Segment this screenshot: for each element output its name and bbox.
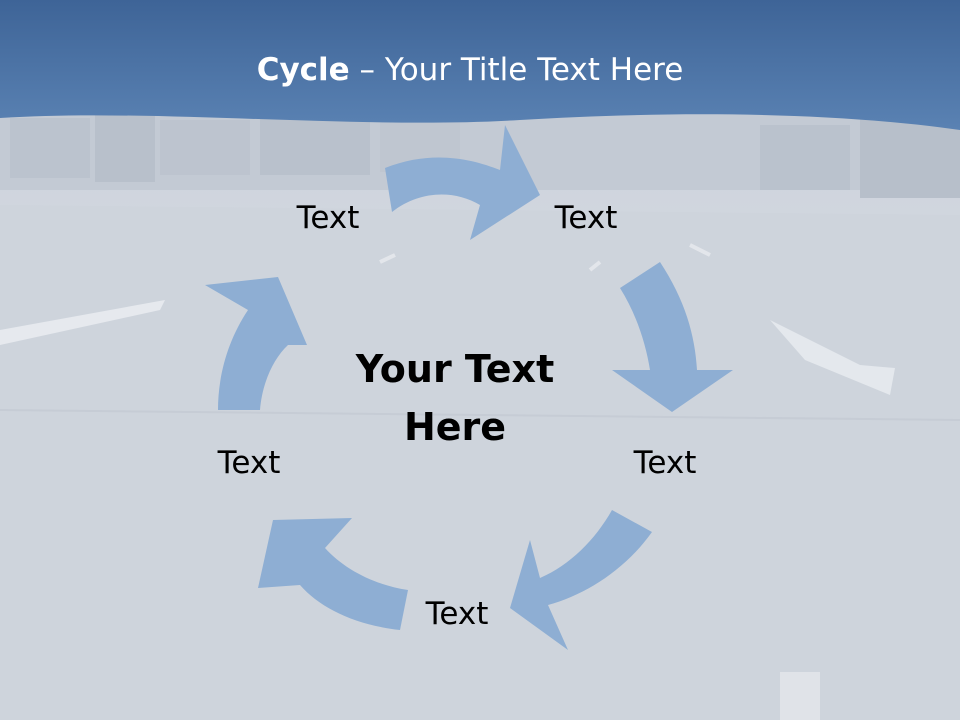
node-label-bottom: Text	[425, 596, 489, 632]
center-text: Your Text Here	[325, 340, 585, 456]
cycle-arrow-3	[510, 510, 652, 650]
node-label-left: Text	[217, 445, 281, 481]
slide-title: Cycle – Your Title Text Here	[0, 52, 940, 88]
title-bold: Cycle	[256, 52, 350, 88]
node-label-right: Text	[633, 445, 697, 481]
center-text-line1: Your Text	[355, 347, 555, 391]
cycle-arrow-4	[258, 518, 408, 630]
cycle-arrow-1	[385, 125, 540, 240]
header-band	[0, 0, 960, 130]
node-label-top-left: Text	[296, 200, 360, 236]
cycle-arrow-5	[205, 277, 307, 410]
title-rest: – Your Title Text Here	[349, 52, 684, 88]
center-text-line2: Here	[403, 405, 507, 449]
cycle-arrow-2	[612, 262, 733, 412]
node-label-top-right: Text	[554, 200, 618, 236]
